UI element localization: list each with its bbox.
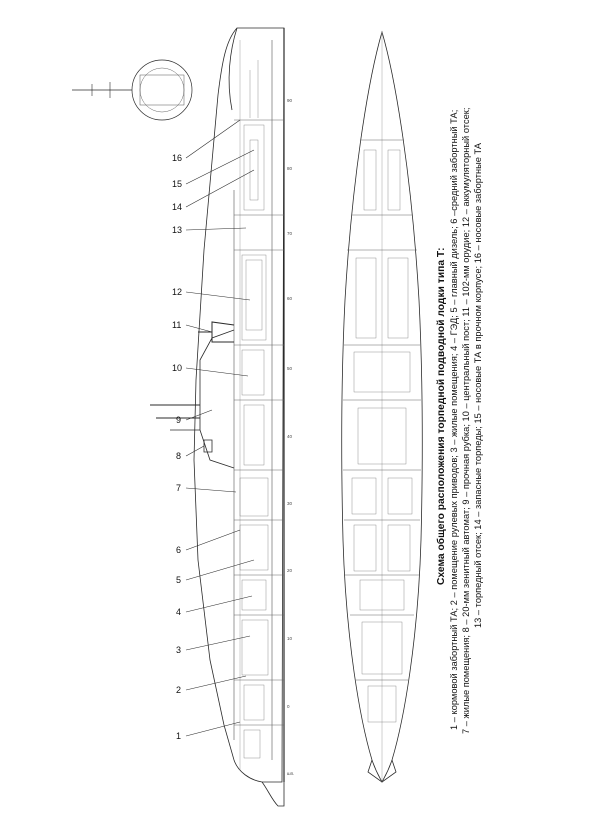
bow-external-tubes	[228, 27, 238, 111]
plan-bulkheads	[343, 139, 421, 681]
frame-tick: 50	[287, 366, 293, 371]
callout-2: 2	[176, 685, 181, 695]
callout-7: 7	[176, 483, 181, 493]
callout-9: 9	[176, 415, 181, 425]
side-hull-outline	[193, 27, 285, 783]
callout-1: 1	[176, 731, 181, 741]
callout-12: 12	[172, 287, 182, 297]
stern-rudder	[261, 781, 285, 807]
frame-tick: 10	[287, 636, 293, 641]
callout-labels	[185, 119, 255, 737]
callout-15: 15	[172, 179, 182, 189]
callout-10: 10	[172, 363, 182, 373]
frame-tick: 80	[287, 166, 293, 171]
callout-6: 6	[176, 545, 181, 555]
side-profile-view	[150, 27, 285, 807]
callout-4: 4	[176, 607, 181, 617]
frame-tick: 60	[287, 296, 293, 301]
frame-tick: 40	[287, 434, 293, 439]
callout-8: 8	[176, 451, 181, 461]
conning-tower	[199, 329, 235, 469]
callout-14: 14	[172, 202, 182, 212]
callout-16: 16	[172, 153, 182, 163]
callout-numbers: 1 2 3 4 5 6 7 8 9 10 11 12 13 14 15 16	[172, 153, 182, 741]
callout-11: 11	[172, 320, 181, 330]
frame-tick: 30	[287, 501, 293, 506]
internal-bulkheads	[234, 119, 284, 726]
callout-13: 13	[172, 225, 182, 235]
frame-tick: 90	[287, 98, 293, 103]
aa-gun-20mm	[203, 439, 213, 453]
plan-view	[341, 30, 423, 783]
frame-tick-label: шп.	[287, 771, 294, 776]
plan-equipment	[351, 149, 413, 723]
callout-3: 3	[176, 645, 181, 655]
frame-tick: 70	[287, 231, 293, 236]
frame-tick: 20	[287, 568, 293, 573]
internal-equipment	[239, 60, 269, 759]
callout-5: 5	[176, 575, 181, 585]
frame-tick: 0	[287, 704, 290, 709]
frame-scale: шп. 90 80 70 60 50 40 30 20 10 0	[287, 98, 294, 776]
bow-cross-section	[72, 59, 193, 121]
